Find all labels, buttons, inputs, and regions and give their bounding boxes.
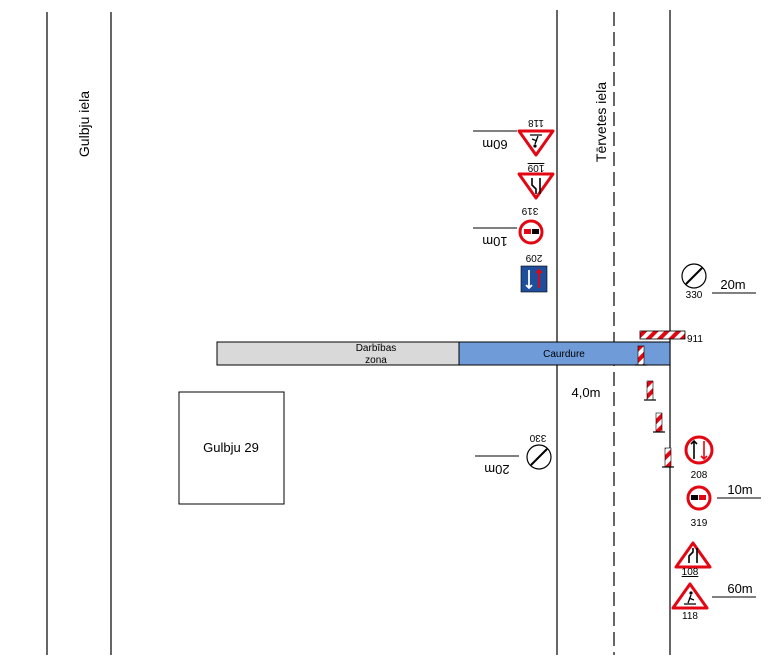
- street-label-left: Gulbju iela: [76, 91, 92, 157]
- sign-118-number: 118: [682, 611, 698, 622]
- sign-330-number: 330: [686, 290, 703, 301]
- building-outline: [178, 391, 285, 505]
- delineator-post: [653, 412, 665, 433]
- pipe-crossing-area: [458, 341, 671, 366]
- barrier-911: [639, 330, 686, 340]
- distance-label-118-left: 60m: [482, 137, 507, 152]
- work-zone-label-line2: zona: [365, 355, 387, 366]
- sign-109-number-left: 109: [527, 162, 544, 173]
- oncoming-priority-sign-icon: [684, 435, 714, 465]
- delineator-post: [635, 345, 647, 366]
- pipe-crossing-label: Caurdure: [543, 349, 585, 360]
- sign-208-number: 208: [691, 470, 708, 481]
- distance-label-319: 10m: [727, 482, 752, 497]
- sign-118-number-left: 118: [528, 117, 544, 128]
- street-label-right: Tērvetes iela: [593, 82, 609, 162]
- delineator-post: [644, 380, 656, 401]
- sign-319-number: 319: [691, 518, 708, 529]
- road-works-warning-sign-icon: [671, 582, 709, 610]
- end-of-restrictions-sign-icon: [526, 444, 552, 470]
- distance-label-118: 60m: [727, 581, 752, 596]
- oncoming-priority-blue-sign-icon: [520, 265, 548, 293]
- distance-label-319-left: 10m: [482, 234, 507, 249]
- end-of-restrictions-sign-icon: [681, 263, 707, 289]
- sign-911-number: 911: [687, 334, 703, 345]
- sign-209-number-left: 209: [525, 252, 542, 263]
- distance-label-330-left: 20m: [484, 462, 509, 477]
- building-label: Gulbju 29: [203, 440, 259, 455]
- road-narrows-warning-sign-icon: [674, 541, 712, 569]
- sign-330-number-left: 330: [529, 432, 546, 443]
- width-measurement: 4,0m: [572, 385, 601, 400]
- sign-319-number-left: 319: [521, 205, 538, 216]
- work-zone-area: [216, 341, 460, 366]
- road-narrows-warning-sign-icon: [517, 172, 555, 200]
- delineator-post: [662, 447, 674, 468]
- distance-label-330: 20m: [720, 277, 745, 292]
- road-works-warning-sign-icon: [517, 129, 555, 157]
- no-overtaking-sign-icon: [686, 485, 712, 511]
- work-zone-label-line1: Darbības: [356, 343, 397, 354]
- sign-108-number: 108: [682, 567, 699, 578]
- no-overtaking-sign-icon: [518, 219, 544, 245]
